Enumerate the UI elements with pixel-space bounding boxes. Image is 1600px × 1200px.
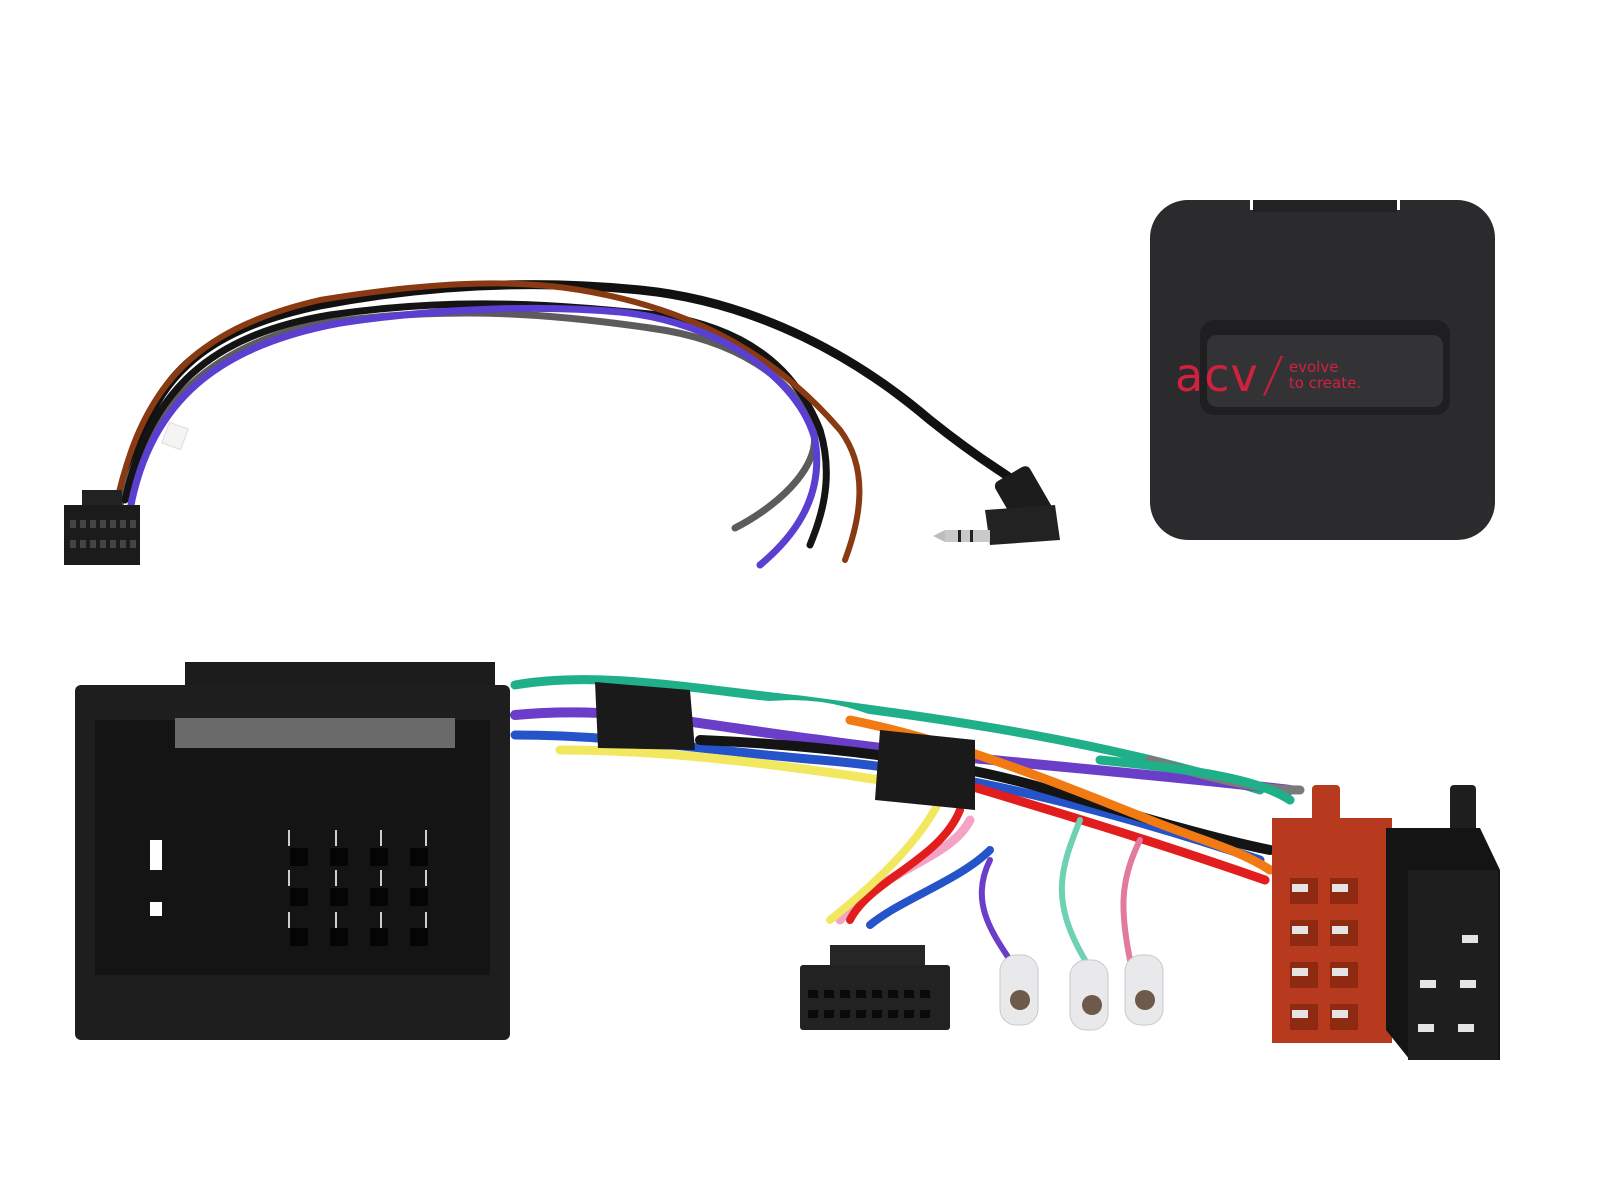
head-unit-plug-icon — [800, 945, 950, 1030]
iso-speaker-connector-icon — [1386, 785, 1500, 1060]
patch-lead — [112, 280, 1015, 569]
electrical-tape — [595, 682, 975, 810]
interface-box — [1150, 196, 1495, 540]
acv-logo: acv / evolve to create. — [1175, 330, 1435, 420]
16-pin-plug-icon — [64, 490, 140, 565]
brand-separator: / — [1260, 347, 1285, 403]
iso-power-connector-icon — [1272, 785, 1392, 1043]
quadlock-connector-icon — [75, 662, 510, 1040]
tagline-line2: to create. — [1288, 374, 1362, 392]
brand-name: acv — [1175, 348, 1259, 402]
audio-jack-icon — [933, 466, 1060, 545]
bullet-terminal-icons — [999, 954, 1164, 1031]
tagline-line1: evolve — [1288, 358, 1339, 376]
brand-tagline: evolve to create. — [1289, 359, 1361, 391]
